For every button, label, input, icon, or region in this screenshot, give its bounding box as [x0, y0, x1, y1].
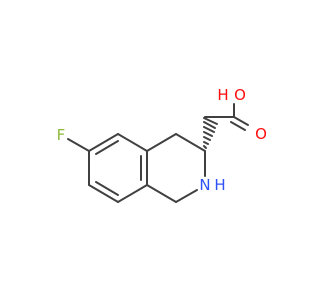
hydroxyl-hydrogen-label: H [217, 86, 228, 104]
benzene-ring [88, 133, 148, 203]
stereo-hashed-wedge [203, 117, 218, 149]
hydroxyl-oxygen-label: O [234, 86, 246, 104]
nitrogen-hydrogen-label: H [214, 176, 225, 194]
hash-7 [203, 117, 218, 125]
nitrogen-label: N [199, 176, 210, 194]
bond-c7-f [67, 138, 90, 152]
bond-c6-c7 [88, 133, 119, 152]
hash-3 [203, 136, 211, 141]
bond-c9-c8a [117, 184, 148, 203]
bond-cooh-double-o-2 [230, 121, 246, 131]
bond-c1-c8a [146, 184, 177, 203]
carbonyl-oxygen-label: O [255, 125, 267, 143]
hash-2 [203, 141, 209, 145]
aromatic-double-bond-2 [95, 140, 119, 155]
bond-c4a-c4 [146, 133, 177, 152]
hash-6 [203, 121, 216, 129]
bond-c5-c6 [117, 133, 148, 152]
tetrahydro-ring [146, 133, 206, 203]
bond-cooh-double-o-1 [233, 116, 249, 126]
hash-4 [203, 131, 213, 137]
bond-c4-c3 [175, 133, 206, 152]
molecule-structure-diagram: F O H O N H [57, 86, 267, 203]
hash-1 [203, 145, 207, 149]
bond-c8-c9 [88, 184, 119, 203]
hash-5 [203, 126, 215, 133]
fluorine-label: F [57, 126, 66, 144]
aromatic-double-bond-3 [95, 181, 119, 196]
bond-n2-c1 [175, 189, 198, 203]
